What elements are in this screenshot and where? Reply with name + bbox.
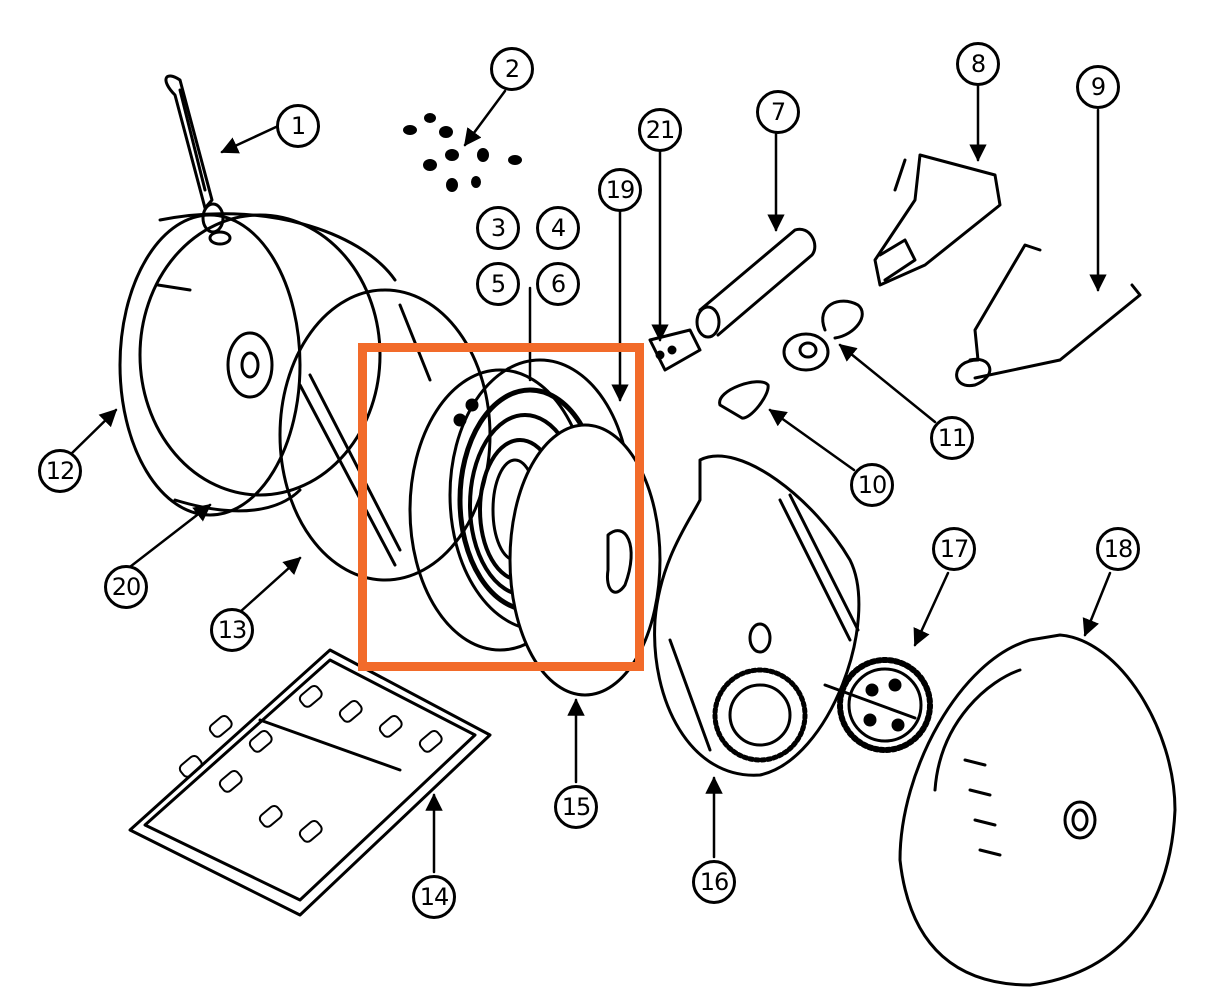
callout-19: 19 <box>598 168 642 212</box>
callout-16: 16 <box>692 860 736 904</box>
callout-number: 13 <box>217 616 248 644</box>
callout-10: 10 <box>850 463 894 507</box>
callout-12: 12 <box>38 449 82 493</box>
callout-number: 11 <box>937 424 968 452</box>
callout-number: 20 <box>111 573 142 601</box>
clip-part <box>873 153 1002 287</box>
callout-20: 20 <box>104 565 148 609</box>
callout-18: 18 <box>1096 527 1140 571</box>
callout-8: 8 <box>956 42 1000 86</box>
callout-number: 17 <box>939 535 970 563</box>
callout-17: 17 <box>932 527 976 571</box>
bracket-part <box>648 328 702 372</box>
callout-number: 1 <box>290 112 306 140</box>
callout-number: 2 <box>504 55 520 83</box>
callout-4: 4 <box>536 206 580 250</box>
callout-number: 21 <box>645 116 676 144</box>
callout-number: 15 <box>561 793 592 821</box>
callout-number: 12 <box>45 457 76 485</box>
callout-number: 8 <box>970 50 986 78</box>
callout-number: 9 <box>1090 73 1106 101</box>
highlight-box <box>358 343 644 671</box>
callout-2: 2 <box>490 47 534 91</box>
wire-spring-part <box>955 243 1142 388</box>
callout-5: 5 <box>476 262 520 306</box>
housing-front-part <box>118 212 397 517</box>
callout-3: 3 <box>476 206 520 250</box>
screws-part <box>403 113 522 192</box>
cover-plate-part <box>508 423 662 697</box>
label-sheet-part <box>128 648 492 917</box>
divider-plate-part <box>653 454 861 777</box>
callout-number: 19 <box>605 176 636 204</box>
callout-number: 3 <box>490 214 506 242</box>
callout-6: 6 <box>536 262 580 306</box>
callout-number: 16 <box>699 868 730 896</box>
housing-rear-part <box>898 633 1177 987</box>
callout-number: 4 <box>550 214 566 242</box>
callout-13: 13 <box>210 608 254 652</box>
callout-number: 10 <box>857 471 888 499</box>
callout-number: 18 <box>1103 535 1134 563</box>
swivel-part <box>782 299 864 372</box>
callout-9: 9 <box>1076 65 1120 109</box>
gear-part <box>823 657 933 753</box>
callout-1: 1 <box>276 104 320 148</box>
callout-number: 6 <box>550 270 566 298</box>
callout-11: 11 <box>930 416 974 460</box>
callout-7: 7 <box>756 90 800 134</box>
callout-21: 21 <box>638 108 682 152</box>
callout-number: 14 <box>419 883 450 911</box>
callout-14: 14 <box>412 875 456 919</box>
callout-15: 15 <box>554 785 598 829</box>
tube-part <box>695 227 817 339</box>
callout-number: 5 <box>490 270 506 298</box>
triangle-ring-part <box>718 380 770 420</box>
leader-lines <box>68 84 1112 874</box>
callout-number: 7 <box>770 98 786 126</box>
